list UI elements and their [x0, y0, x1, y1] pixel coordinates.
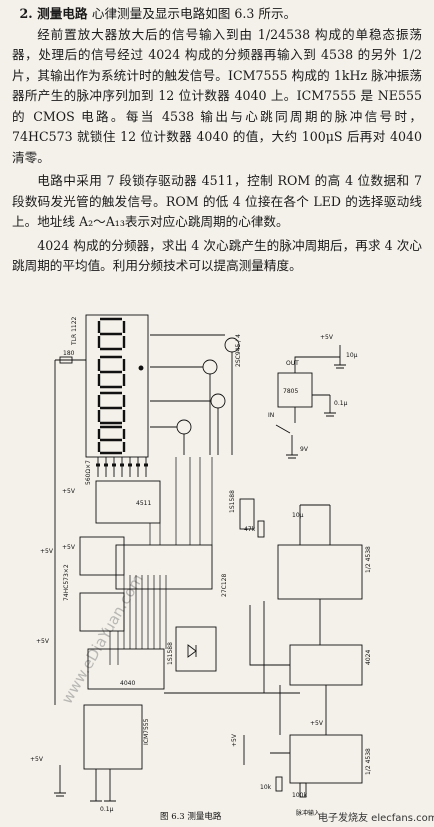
section-title: 测量电路 [37, 6, 88, 21]
schematic-figure: www.eDiaYuan.com TLR 1122 180 2SC945 / 4… [30, 314, 434, 824]
ic-4538-b: 1/2 4538 +5V +5V 10k 100k 脉冲输入 [231, 685, 372, 817]
display-label: TLR 1122 [71, 316, 78, 346]
paragraph-2: 电路中采用 7 段锁存驱动器 4511，控制 ROM 的高 4 位数据和 7 段… [12, 173, 422, 229]
section-number: 2. [19, 6, 33, 21]
r180-label: 180 [63, 350, 75, 357]
reg-label: 7805 [283, 388, 298, 395]
ic573-label: 74HC573×2 [63, 564, 70, 601]
transistor-label: 2SC945 / 4 [235, 334, 242, 367]
res-array-label: 560Ω×7 [85, 460, 92, 485]
vcc-label-3: +5V [62, 544, 76, 551]
vcc-label-2: +5V [40, 548, 54, 555]
cap-label-3: 10μ [346, 352, 358, 359]
vcc-label-4: +5V [36, 638, 50, 645]
ic-4511: 4511 +5V [62, 480, 161, 524]
ic-74hc573: 74HC573×2 +5V [40, 536, 125, 632]
rom-label: 27C128 [221, 574, 228, 597]
in-label: IN [268, 412, 274, 419]
bus-lines [109, 457, 213, 665]
r10k-label: 10k [260, 784, 272, 791]
v9-label: 9V [300, 446, 309, 453]
cap-label-4: 0.1μ [334, 400, 348, 407]
vcc-label-7: +5V [310, 720, 324, 727]
section-intro: 心律测量及显示电路如图 6.3 所示。 [91, 6, 297, 21]
ic4538a-label: 1/2 4538 [365, 546, 372, 573]
diode-label-2: 1S1588 [229, 490, 236, 513]
ic7555-label: ICM7555 [143, 718, 150, 745]
ic4040-label: 4040 [120, 680, 135, 687]
ic4538b-label: 1/2 4538 [365, 748, 372, 775]
article-text: 2. 测量电路 心律测量及显示电路如图 6.3 所示。 经前置放大器放大后的信号… [0, 0, 434, 277]
cap-label-2: 10μ [292, 512, 304, 519]
pulse-input-label: 脉冲输入 [296, 809, 320, 817]
resistor-180: 180 [54, 350, 86, 705]
vcc-label-5: +5V [30, 756, 44, 763]
vcc-label-1: +5V [62, 488, 76, 495]
vcc-label-8: +5V [320, 334, 334, 341]
ic4511-label: 4511 [136, 500, 151, 507]
ic-4538-a: 1/2 4538 47k 10μ 1S1588 [229, 490, 372, 600]
r47k-label: 47k [244, 526, 256, 533]
cap-label-1: 0.1μ [100, 806, 114, 813]
ic1s1588-label: 1S1588 [167, 642, 174, 665]
section-heading: 2. 测量电路 心律测量及显示电路如图 6.3 所示。 [12, 4, 422, 25]
resistor-array: 560Ω×7 [85, 457, 148, 485]
vcc-label-6: +5V [231, 733, 238, 747]
transistor-array: 2SC945 / 4 [150, 334, 242, 455]
site-logo: 电子发烧友 elecfans.com [318, 811, 434, 824]
ic-icm7555: ICM7555 +5V 0.1μ [30, 704, 150, 813]
ic4024-label: 4024 [365, 650, 372, 665]
logo-text: 电子发烧友 elecfans.com [318, 811, 434, 824]
out-label: OUT [286, 360, 299, 367]
diode-1s1588: 1S1588 [164, 626, 300, 694]
seven-segment-display: TLR 1122 [71, 314, 149, 458]
figure-caption: 图 6.3 测量电路 [160, 811, 222, 822]
paragraph-1: 经前置放大器放大后的信号输入到由 1/24538 构成的单稳态振荡器，处理后的信… [12, 26, 422, 165]
ic-4040: 4040 +5V [36, 638, 165, 690]
ic-4024: 4024 [249, 599, 372, 693]
power-regulator-7805: 7805 OUT IN 10μ +5V 0.1μ 9V [268, 334, 358, 459]
ic-27c128-rom: 27C128 +5V [62, 544, 228, 597]
paragraph-3: 4024 构成的分频器，求出 4 次心跳产生的脉冲周期后，再求 4 次心跳周期的… [12, 237, 422, 274]
